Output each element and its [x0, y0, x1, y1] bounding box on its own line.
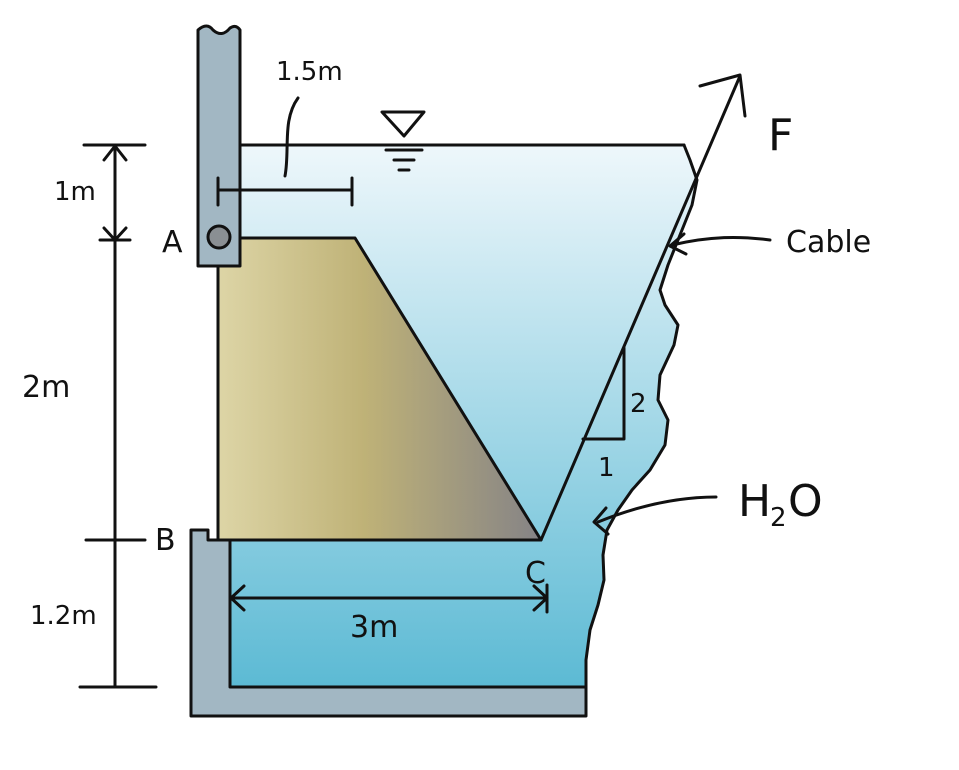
svg-text:O: O [788, 476, 823, 527]
water-label: H 2 O [738, 476, 823, 533]
dim-left-vertical [78, 143, 158, 689]
dim-1m-label: 1m [54, 177, 96, 207]
point-b-label: B [155, 523, 176, 558]
water-right-edge [584, 143, 699, 689]
water-pointer-head [592, 506, 610, 536]
dim-1-2m-label: 1.2m [30, 601, 97, 631]
hinge-pin-icon [206, 224, 232, 250]
dim-3m [229, 583, 549, 614]
svg-text:1.5m: 1.5m [276, 57, 343, 87]
cable-line [539, 74, 742, 542]
force-label: F [768, 110, 793, 161]
dim-3m-label: 3m [350, 610, 398, 645]
base-wall [189, 528, 588, 718]
water-surface-triangle-icon [380, 110, 426, 172]
water-pointer [596, 495, 718, 524]
slope-triangle [581, 346, 626, 441]
point-c-label: C [525, 556, 546, 591]
dim-2m-label: 2m [22, 370, 70, 405]
cable-pointer [670, 235, 772, 247]
svg-text:2: 2 [770, 503, 787, 533]
slope-run-label: 1 [598, 453, 615, 483]
svg-text:H: H [738, 476, 771, 527]
vertical-post [196, 24, 242, 268]
dim-1-5m: 1.5m [216, 57, 354, 207]
cable-pointer-head [668, 232, 688, 256]
point-a-label: A [162, 225, 183, 260]
force-arrowhead [698, 73, 747, 118]
slope-rise-label: 2 [630, 389, 647, 419]
cable-label: Cable [786, 225, 871, 260]
